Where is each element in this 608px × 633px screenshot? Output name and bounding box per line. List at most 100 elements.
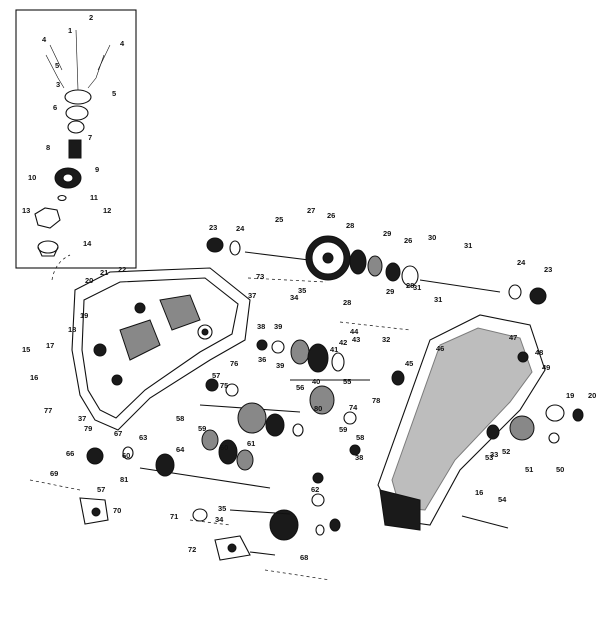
callout-47: 47 bbox=[509, 333, 517, 342]
callout-29: 29 bbox=[386, 287, 394, 296]
callout-22: 22 bbox=[118, 265, 126, 274]
callout-5: 5 bbox=[55, 61, 59, 70]
callout-76: 76 bbox=[230, 359, 238, 368]
callout-54: 54 bbox=[498, 495, 507, 504]
callout-64: 64 bbox=[176, 445, 185, 454]
shift-levers bbox=[29, 321, 411, 581]
callout-72: 72 bbox=[188, 545, 196, 554]
callout-44: 44 bbox=[350, 327, 359, 336]
callout-14: 14 bbox=[83, 239, 92, 248]
callout-71: 71 bbox=[170, 512, 178, 521]
callout-19: 19 bbox=[80, 311, 88, 320]
callout-35: 35 bbox=[298, 286, 306, 295]
callout-23: 23 bbox=[544, 265, 552, 274]
callout-39: 39 bbox=[276, 361, 284, 370]
callout-17: 17 bbox=[46, 341, 54, 350]
callout-4: 4 bbox=[120, 39, 125, 48]
callout-81: 81 bbox=[120, 475, 128, 484]
callout-58: 58 bbox=[176, 414, 184, 423]
callout-69: 69 bbox=[50, 469, 58, 478]
callout-61: 61 bbox=[247, 439, 255, 448]
left-housing bbox=[51, 254, 251, 431]
callout-19: 19 bbox=[566, 391, 574, 400]
callout-77: 77 bbox=[44, 406, 52, 415]
callout-48: 48 bbox=[535, 348, 543, 357]
top-shaft-assembly bbox=[206, 235, 547, 305]
callout-5: 5 bbox=[112, 89, 116, 98]
callout-58: 58 bbox=[356, 433, 364, 442]
callout-25: 25 bbox=[275, 215, 283, 224]
callout-24: 24 bbox=[517, 258, 526, 267]
callout-28: 28 bbox=[406, 281, 414, 290]
callout-2: 2 bbox=[89, 13, 93, 22]
callout-78: 78 bbox=[372, 396, 380, 405]
callout-32: 32 bbox=[382, 335, 390, 344]
callout-labels: 1 2 3 4 4 5 5 6 7 8 9 10 11 12 13 14 15 … bbox=[22, 13, 596, 562]
callout-13: 13 bbox=[22, 206, 30, 215]
callout-49: 49 bbox=[542, 363, 550, 372]
callout-30: 30 bbox=[428, 233, 436, 242]
callout-55: 55 bbox=[343, 377, 351, 386]
callout-75: 75 bbox=[220, 381, 228, 390]
callout-31: 31 bbox=[464, 241, 472, 250]
callout-20: 20 bbox=[588, 391, 596, 400]
callout-20: 20 bbox=[85, 276, 93, 285]
callout-24: 24 bbox=[236, 224, 245, 233]
callout-33: 33 bbox=[490, 450, 498, 459]
callout-1: 1 bbox=[68, 26, 72, 35]
callout-52: 52 bbox=[502, 447, 510, 456]
callout-57: 57 bbox=[212, 371, 220, 380]
callout-36: 36 bbox=[258, 355, 266, 364]
callout-8: 8 bbox=[46, 143, 50, 152]
callout-34: 34 bbox=[215, 515, 224, 524]
callout-27: 27 bbox=[307, 206, 315, 215]
callout-4: 4 bbox=[42, 35, 47, 44]
callout-37: 37 bbox=[78, 414, 86, 423]
callout-16: 16 bbox=[30, 373, 38, 382]
callout-45: 45 bbox=[405, 359, 413, 368]
callout-50: 50 bbox=[556, 465, 564, 474]
callout-9: 9 bbox=[95, 165, 99, 174]
callout-31: 31 bbox=[413, 283, 421, 292]
callout-79: 79 bbox=[84, 424, 92, 433]
callout-59: 59 bbox=[339, 425, 347, 434]
callout-15: 15 bbox=[22, 345, 30, 354]
callout-67: 67 bbox=[114, 429, 122, 438]
callout-60: 60 bbox=[220, 443, 228, 452]
callout-46: 46 bbox=[436, 344, 444, 353]
callout-26: 26 bbox=[404, 236, 412, 245]
callout-66: 66 bbox=[66, 449, 74, 458]
callout-37: 37 bbox=[248, 291, 256, 300]
callout-51: 51 bbox=[525, 465, 533, 474]
callout-21: 21 bbox=[100, 268, 108, 277]
callout-56: 56 bbox=[296, 383, 304, 392]
callout-10: 10 bbox=[28, 173, 36, 182]
callout-43: 43 bbox=[352, 335, 360, 344]
callout-38: 38 bbox=[355, 453, 363, 462]
callout-63: 63 bbox=[139, 433, 147, 442]
callout-60: 60 bbox=[122, 451, 130, 460]
callout-39: 39 bbox=[274, 322, 282, 331]
callout-68: 68 bbox=[300, 553, 308, 562]
callout-3: 3 bbox=[56, 80, 60, 89]
callout-26: 26 bbox=[327, 211, 335, 220]
callout-62: 62 bbox=[311, 485, 319, 494]
callout-53: 53 bbox=[485, 453, 493, 462]
callout-38: 38 bbox=[257, 322, 265, 331]
callout-18: 18 bbox=[68, 325, 76, 334]
callout-29: 29 bbox=[383, 229, 391, 238]
callout-73: 73 bbox=[256, 272, 264, 281]
callout-12: 12 bbox=[103, 206, 111, 215]
callout-6: 6 bbox=[53, 103, 57, 112]
callout-57: 57 bbox=[97, 485, 105, 494]
callout-40: 40 bbox=[312, 377, 320, 386]
callout-80: 80 bbox=[314, 404, 322, 413]
callout-11: 11 bbox=[90, 193, 98, 202]
callout-34: 34 bbox=[290, 293, 299, 302]
callout-70: 70 bbox=[113, 506, 121, 515]
callout-35: 35 bbox=[218, 504, 226, 513]
callout-59: 59 bbox=[198, 424, 206, 433]
callout-28: 28 bbox=[346, 221, 354, 230]
callout-41: 41 bbox=[330, 345, 338, 354]
